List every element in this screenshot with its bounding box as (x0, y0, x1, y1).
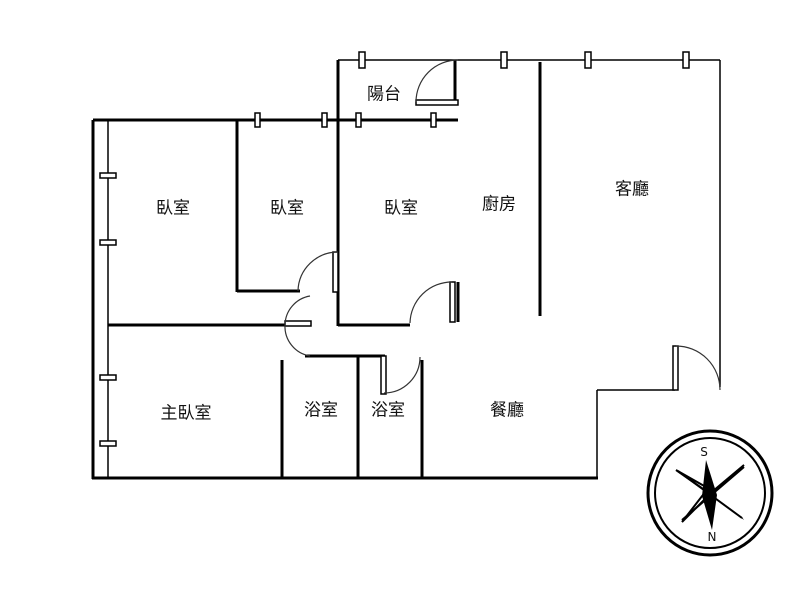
window-markers (99, 51, 690, 447)
room-label-dining-room: 餐廳 (490, 400, 524, 421)
room-label-bedroom: 臥室 (384, 198, 418, 219)
room-label-master-bedroom: 主臥室 (160, 403, 212, 424)
compass-south-label: S (700, 445, 708, 459)
doors (284, 59, 721, 395)
room-label-bathroom: 浴室 (304, 400, 338, 421)
room-label-living-room: 客廳 (615, 179, 649, 200)
room-label-bedroom: 臥室 (156, 198, 190, 219)
compass-icon (646, 429, 774, 557)
room-label-bedroom: 臥室 (270, 198, 304, 219)
room-label-kitchen: 廚房 (482, 194, 516, 215)
walls (91, 59, 721, 480)
compass-north-label: N (707, 530, 717, 544)
room-label-bathroom: 浴室 (371, 400, 405, 421)
room-label-balcony: 陽台 (367, 84, 401, 105)
